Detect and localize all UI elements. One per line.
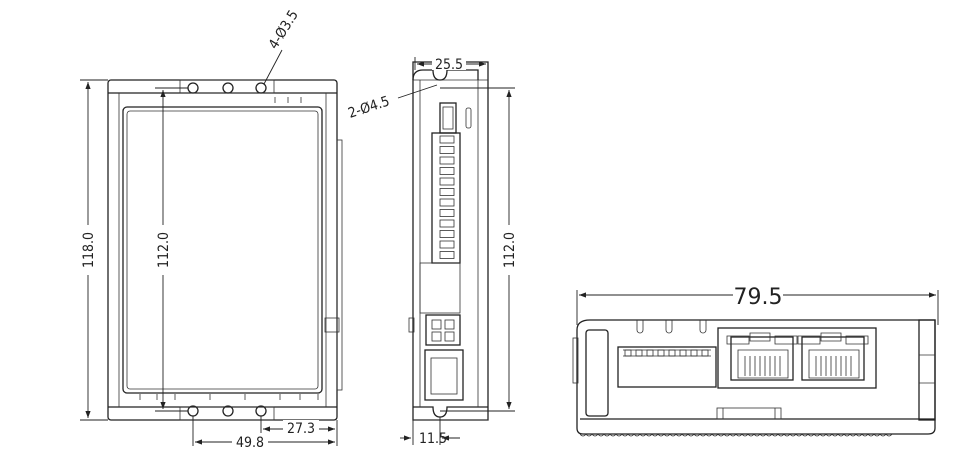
terminal-pin xyxy=(439,146,455,154)
dim-side-width: 25.5 xyxy=(435,57,463,73)
terminal-pin xyxy=(439,219,455,228)
dim-side-hole-pitch: 112.0 xyxy=(502,232,518,268)
terminal-pin xyxy=(439,251,455,259)
terminal-block xyxy=(431,132,461,264)
dim-hole-offset: 27.3 xyxy=(287,421,315,437)
vent-slots xyxy=(139,97,319,400)
bottom-view: 79.5 xyxy=(572,283,939,437)
dim-side-hole-offset: 11.5 xyxy=(419,431,447,447)
mounting-holes-bottom xyxy=(179,405,275,421)
rj45-port-1 xyxy=(726,332,798,381)
mounting-holes-top xyxy=(179,79,275,94)
side-view: 25.5 2-Ø4.5 112.0 11.5 xyxy=(346,56,518,447)
terminal-pin xyxy=(439,240,455,249)
terminal-pin xyxy=(439,177,455,186)
hole-callout-side: 2-Ø4.5 xyxy=(346,93,391,121)
hole-callout-front: 4-Ø3.5 xyxy=(266,8,302,53)
terminal-pin xyxy=(439,188,455,196)
dim-hole-pitch: 112.0 xyxy=(156,232,172,268)
rj45-port-2 xyxy=(797,332,869,381)
dim-hole-width: 49.8 xyxy=(236,435,264,451)
terminal-pin xyxy=(439,167,455,175)
terminal-pin xyxy=(439,135,455,144)
dim-bottom-length: 79.5 xyxy=(734,285,783,310)
dim-overall-height: 118.0 xyxy=(81,232,97,268)
terminal-pin xyxy=(439,198,455,207)
terminal-pin xyxy=(439,156,455,165)
terminal-pin xyxy=(439,230,455,238)
terminal-pin xyxy=(439,209,455,217)
front-view: 118.0 112.0 27.3 49.8 4-Ø3.5 xyxy=(80,8,343,451)
